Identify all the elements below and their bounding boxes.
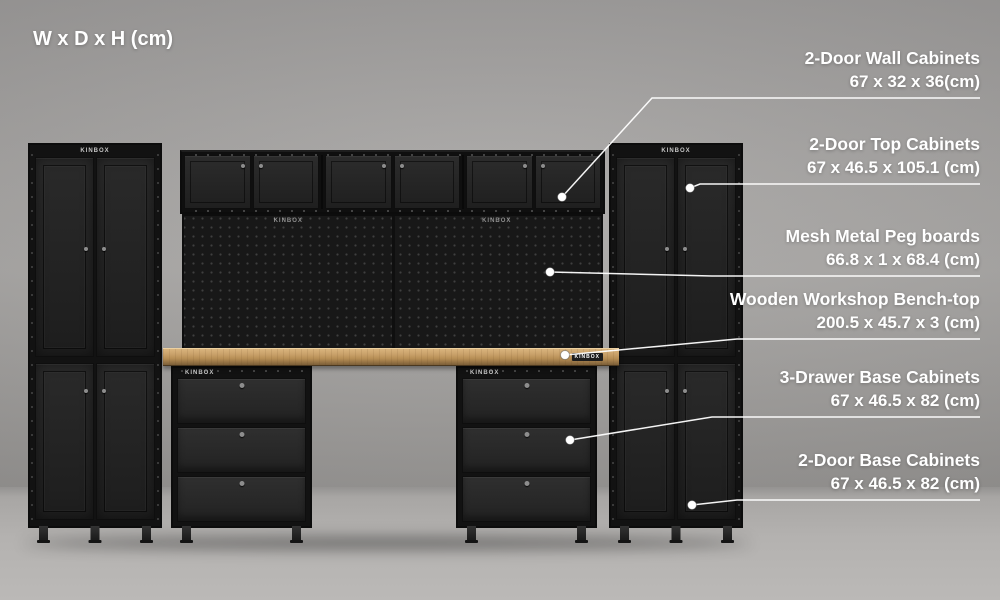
callout-base-cabinets: 2-Door Base Cabinets 67 x 46.5 x 82 (cm) (798, 448, 980, 496)
left-cabinet-stack: KINBOX (28, 143, 162, 543)
right-top-cabinet (616, 157, 736, 357)
drawer-knob (239, 383, 244, 388)
door-knob (683, 388, 687, 393)
bench-top: KINBOX (163, 348, 619, 366)
drawer (177, 427, 306, 473)
dimensions-legend: W x D x H (cm) (33, 28, 174, 50)
wall-cabinets-row (180, 150, 605, 214)
cabinet-foot (721, 526, 734, 543)
wall-cabinet (184, 155, 319, 209)
left-top-cabinet (35, 157, 155, 357)
drawer (462, 476, 591, 522)
callout-dimensions: 67 x 46.5 x 105.1 (cm) (807, 158, 980, 177)
callout-benchtop: Wooden Workshop Bench-top 200.5 x 45.7 x… (730, 287, 980, 335)
drawer-knob (524, 481, 529, 486)
pegboard: KINBOX KINBOX (182, 214, 603, 350)
brand-logo: KINBOX (482, 218, 512, 224)
drawer-cabinet-right: KINBOX (456, 366, 597, 543)
wall-cabinet (462, 155, 601, 209)
callout-dimensions: 200.5 x 45.7 x 3 (cm) (816, 313, 980, 332)
door-knob (683, 247, 687, 252)
cabinet-door (96, 363, 155, 520)
pegboard-seam (391, 216, 395, 348)
door-knob (84, 247, 88, 252)
brand-logo: KINBOX (661, 148, 691, 154)
drawer (177, 476, 306, 522)
left-base-cabinet (35, 363, 155, 520)
callout-dimensions: 66.8 x 1 x 68.4 (cm) (825, 250, 980, 269)
cabinet-door (677, 157, 736, 357)
drawer (177, 378, 306, 424)
cabinet-door (616, 157, 675, 357)
door-knob (84, 388, 88, 393)
cabinet-door (35, 363, 94, 520)
cabinet-foot (465, 526, 478, 543)
cabinet-door (534, 155, 601, 209)
callout-label: 2-Door Wall Cabinets (804, 48, 980, 68)
callout-label: 2-Door Base Cabinets (798, 450, 980, 470)
cabinet-foot (180, 526, 193, 543)
wall-cabinet (321, 155, 460, 209)
cabinet-foot (618, 526, 631, 543)
cabinet-foot (290, 526, 303, 543)
brand-logo: KINBOX (185, 370, 215, 376)
door-knob (665, 247, 669, 252)
drawer-knob (524, 432, 529, 437)
callout-top-cabinets: 2-Door Top Cabinets 67 x 46.5 x 105.1 (c… (807, 132, 980, 180)
callout-pegboard: Mesh Metal Peg boards 66.8 x 1 x 68.4 (c… (786, 224, 981, 272)
cabinet-door (35, 157, 94, 357)
drawer-knob (239, 481, 244, 486)
cabinet-door (184, 155, 251, 209)
cabinet-foot (575, 526, 588, 543)
cabinet-foot (140, 526, 153, 543)
cabinet-foot (88, 526, 102, 543)
door-knob (258, 164, 263, 168)
drawer (462, 378, 591, 424)
cabinet-door (96, 157, 155, 357)
callout-dimensions: 67 x 46.5 x 82 (cm) (830, 391, 980, 410)
door-knob (381, 164, 386, 168)
door-knob (522, 164, 527, 168)
cabinet-foot (37, 526, 50, 543)
callout-label: Wooden Workshop Bench-top (729, 289, 980, 309)
callout-drawer-cabinets: 3-Drawer Base Cabinets 67 x 46.5 x 82 (c… (780, 365, 980, 413)
furniture-shadow (24, 537, 750, 549)
door-knob (540, 164, 545, 168)
callout-label: Mesh Metal Peg boards (785, 226, 981, 246)
cabinet-foot (669, 526, 683, 543)
door-knob (102, 247, 106, 252)
brand-logo: KINBOX (470, 370, 500, 376)
callout-dimensions: 67 x 46.5 x 82 (cm) (830, 474, 980, 493)
drawer-cabinet-left: KINBOX (171, 366, 312, 543)
drawer-knob (524, 383, 529, 388)
callout-wall-cabinets: 2-Door Wall Cabinets 67 x 32 x 36(cm) (805, 46, 980, 94)
door-knob (665, 388, 669, 393)
cabinet-door (252, 155, 319, 209)
cabinet-door (466, 155, 533, 209)
callout-label: 3-Drawer Base Cabinets (779, 367, 980, 387)
callout-dimensions: 67 x 32 x 36(cm) (849, 72, 980, 91)
brand-logo: KINBOX (80, 148, 110, 154)
drawer-knob (239, 432, 244, 437)
brand-logo: KINBOX (273, 218, 303, 224)
cabinet-door (393, 155, 460, 209)
callout-label: 2-Door Top Cabinets (809, 134, 980, 154)
cabinet-door (616, 363, 675, 520)
drawer (462, 427, 591, 473)
cabinet-door (325, 155, 392, 209)
door-knob (102, 388, 106, 393)
right-cabinet-stack: KINBOX (609, 143, 743, 543)
door-knob (399, 164, 404, 168)
door-knob (240, 164, 245, 168)
right-base-cabinet (616, 363, 736, 520)
cabinet-door (677, 363, 736, 520)
brand-logo: KINBOX (571, 353, 603, 361)
